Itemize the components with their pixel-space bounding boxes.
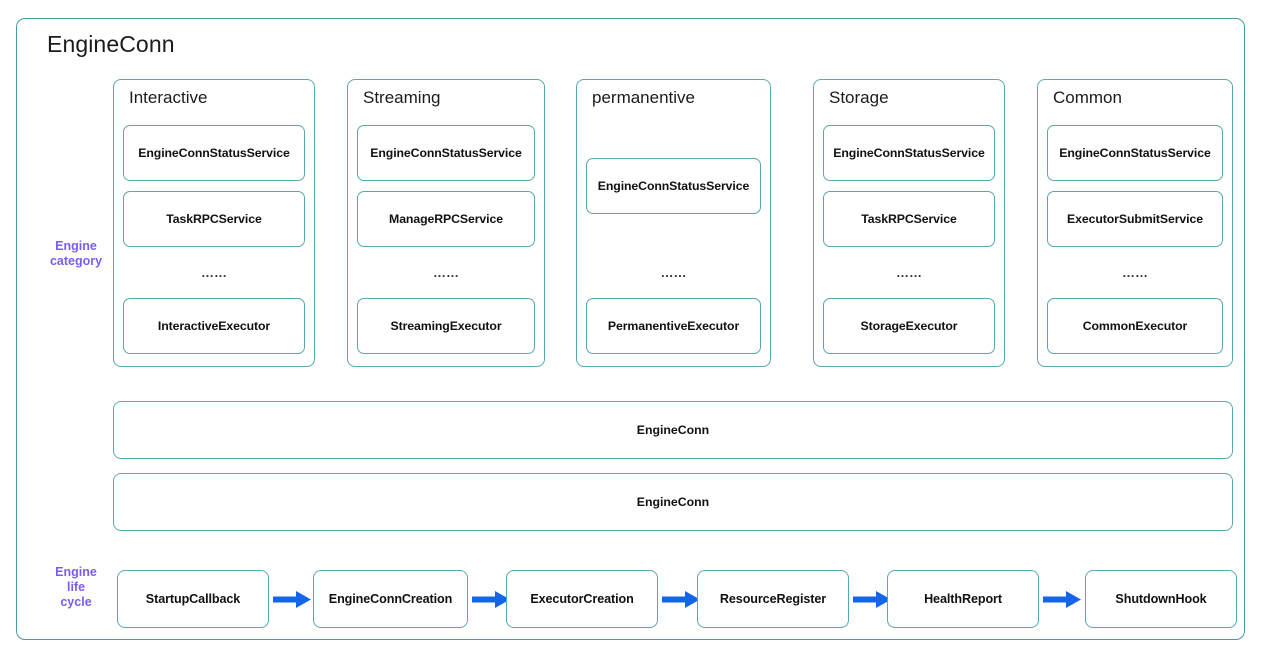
- lifecycle-step-shutdownhook: ShutdownHook: [1085, 570, 1237, 628]
- lifecycle-step-executorcreation: ExecutorCreation: [506, 570, 658, 628]
- flow-arrow-icon: [662, 591, 700, 608]
- service-box: EngineConnStatusService: [357, 125, 535, 181]
- category-column-streaming: Streaming EngineConnStatusService Manage…: [347, 79, 545, 367]
- category-column-storage: Storage EngineConnStatusService TaskRPCS…: [813, 79, 1005, 367]
- service-box: EngineConnStatusService: [823, 125, 995, 181]
- category-title-storage: Storage: [829, 88, 889, 107]
- label-engine-lifecycle: Engine life cycle: [39, 565, 113, 610]
- category-column-common: Common EngineConnStatusService ExecutorS…: [1037, 79, 1233, 367]
- engine-lifecycle-row: StartupCallback EngineConnCreation Execu…: [117, 570, 1247, 632]
- service-box: TaskRPCService: [823, 191, 995, 247]
- executor-box: CommonExecutor: [1047, 298, 1223, 354]
- engineconn-bar: EngineConn: [113, 401, 1233, 459]
- label-engine-category-line2: category: [49, 254, 103, 268]
- category-column-interactive: Interactive EngineConnStatusService Task…: [113, 79, 315, 367]
- flow-arrow-icon: [1043, 591, 1081, 608]
- engine-category-row: Interactive EngineConnStatusService Task…: [97, 79, 1233, 367]
- service-box: EngineConnStatusService: [1047, 125, 1223, 181]
- service-box: ManageRPCService: [357, 191, 535, 247]
- category-title-common: Common: [1053, 88, 1122, 107]
- ellipsis-indicator: ……: [433, 265, 459, 280]
- category-column-permanentive: permanentive EngineConnStatusService …… …: [576, 79, 771, 367]
- label-engine-category: Engine category: [39, 239, 113, 269]
- lifecycle-step-healthreport: HealthReport: [887, 570, 1039, 628]
- executor-box: PermanentiveExecutor: [586, 298, 761, 354]
- ellipsis-indicator: ……: [896, 265, 922, 280]
- service-box: EngineConnStatusService: [123, 125, 305, 181]
- label-engine-lifecycle-line1: Engine: [55, 565, 97, 579]
- executor-box: StorageExecutor: [823, 298, 995, 354]
- service-box: EngineConnStatusService: [586, 158, 761, 214]
- ellipsis-indicator: ……: [660, 265, 687, 280]
- flow-arrow-icon: [472, 591, 510, 608]
- lifecycle-step-startupcallback: StartupCallback: [117, 570, 269, 628]
- category-title-streaming: Streaming: [363, 88, 441, 107]
- ellipsis-indicator: ……: [1122, 265, 1148, 280]
- service-box: ExecutorSubmitService: [1047, 191, 1223, 247]
- service-box: TaskRPCService: [123, 191, 305, 247]
- engineconn-bar: EngineConn: [113, 473, 1233, 531]
- label-engine-lifecycle-line2: life: [66, 580, 86, 594]
- executor-box: InteractiveExecutor: [123, 298, 305, 354]
- flow-arrow-icon: [853, 591, 891, 608]
- executor-box: StreamingExecutor: [357, 298, 535, 354]
- engineconn-diagram-frame: EngineConn Engine category Engine life c…: [16, 18, 1245, 640]
- category-title-permanentive: permanentive: [592, 88, 696, 107]
- label-engine-category-line1: Engine: [55, 239, 97, 253]
- label-engine-lifecycle-line3: cycle: [60, 595, 92, 609]
- lifecycle-step-engineconncreation: EngineConnCreation: [313, 570, 468, 628]
- flow-arrow-icon: [273, 591, 311, 608]
- diagram-title: EngineConn: [47, 31, 175, 57]
- ellipsis-indicator: ……: [201, 265, 227, 280]
- category-title-interactive: Interactive: [129, 88, 208, 107]
- lifecycle-step-resourceregister: ResourceRegister: [697, 570, 849, 628]
